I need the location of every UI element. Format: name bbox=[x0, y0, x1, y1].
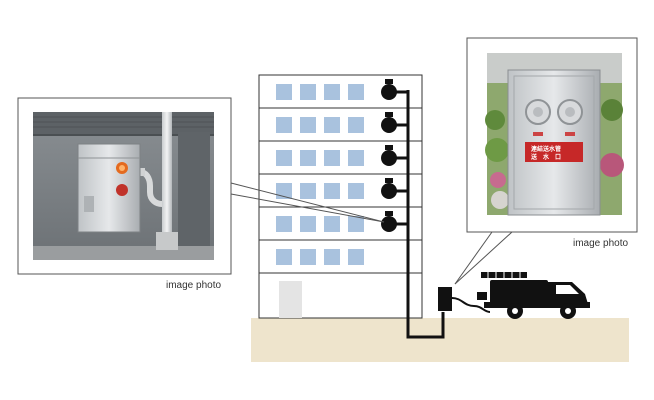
building-entrance bbox=[279, 281, 302, 318]
building-window bbox=[276, 216, 292, 232]
fire-hose bbox=[451, 297, 491, 313]
right-photo-caption: image photo bbox=[573, 238, 628, 249]
truck-window bbox=[556, 285, 579, 294]
building-window bbox=[324, 249, 340, 265]
building-window bbox=[300, 117, 316, 133]
hose-outlet bbox=[381, 79, 408, 100]
building-window bbox=[348, 150, 364, 166]
inlet-connection-box bbox=[438, 287, 452, 311]
riser-pipe bbox=[406, 90, 445, 339]
building-windows bbox=[276, 84, 364, 265]
building-window bbox=[300, 183, 316, 199]
building-floor-lines bbox=[259, 107, 422, 274]
left-photo-callout: image photo bbox=[17, 97, 385, 291]
truck-body bbox=[490, 280, 548, 304]
right-callout-line-2 bbox=[454, 231, 493, 285]
building-window bbox=[276, 249, 292, 265]
left-photo bbox=[33, 112, 214, 260]
hose-outlet bbox=[381, 112, 408, 133]
building-window bbox=[300, 150, 316, 166]
building-window bbox=[300, 216, 316, 232]
hose-outlet bbox=[381, 211, 408, 232]
building bbox=[258, 74, 423, 319]
building-window bbox=[348, 249, 364, 265]
panel-label-line2: 送 水 口 bbox=[530, 153, 561, 161]
building-window bbox=[348, 216, 364, 232]
truck-chassis bbox=[484, 302, 590, 308]
right-photo: 連結送水管 送 水 口 bbox=[485, 53, 624, 216]
building-window bbox=[324, 150, 340, 166]
building-window bbox=[324, 84, 340, 100]
right-photo-callout: 連結送水管 送 水 口 image photo bbox=[454, 37, 638, 285]
ground bbox=[251, 318, 629, 362]
right-callout-line bbox=[454, 231, 513, 285]
building-window bbox=[300, 249, 316, 265]
building-window bbox=[300, 84, 316, 100]
building-window bbox=[324, 117, 340, 133]
left-callout-line-2 bbox=[230, 193, 385, 223]
building-window bbox=[324, 216, 340, 232]
left-photo-outlet-cabinet bbox=[77, 143, 141, 233]
building-window bbox=[276, 84, 292, 100]
truck-hose-reel bbox=[477, 292, 487, 300]
fire-truck bbox=[477, 272, 590, 319]
building-window bbox=[324, 183, 340, 199]
building-window bbox=[348, 117, 364, 133]
building-window bbox=[348, 183, 364, 199]
left-photo-pipe bbox=[162, 112, 172, 250]
building-window bbox=[276, 150, 292, 166]
panel-label-line1: 連結送水管 bbox=[531, 145, 561, 153]
standpipe-riser bbox=[406, 90, 445, 339]
left-photo-caption: image photo bbox=[166, 280, 221, 291]
building-window bbox=[348, 84, 364, 100]
hose-outlet bbox=[381, 145, 408, 166]
building-window bbox=[276, 117, 292, 133]
hose-outlets bbox=[381, 79, 408, 232]
left-callout-line bbox=[230, 182, 385, 223]
hose-outlet bbox=[381, 178, 408, 199]
right-photo-label-panel bbox=[525, 142, 583, 162]
